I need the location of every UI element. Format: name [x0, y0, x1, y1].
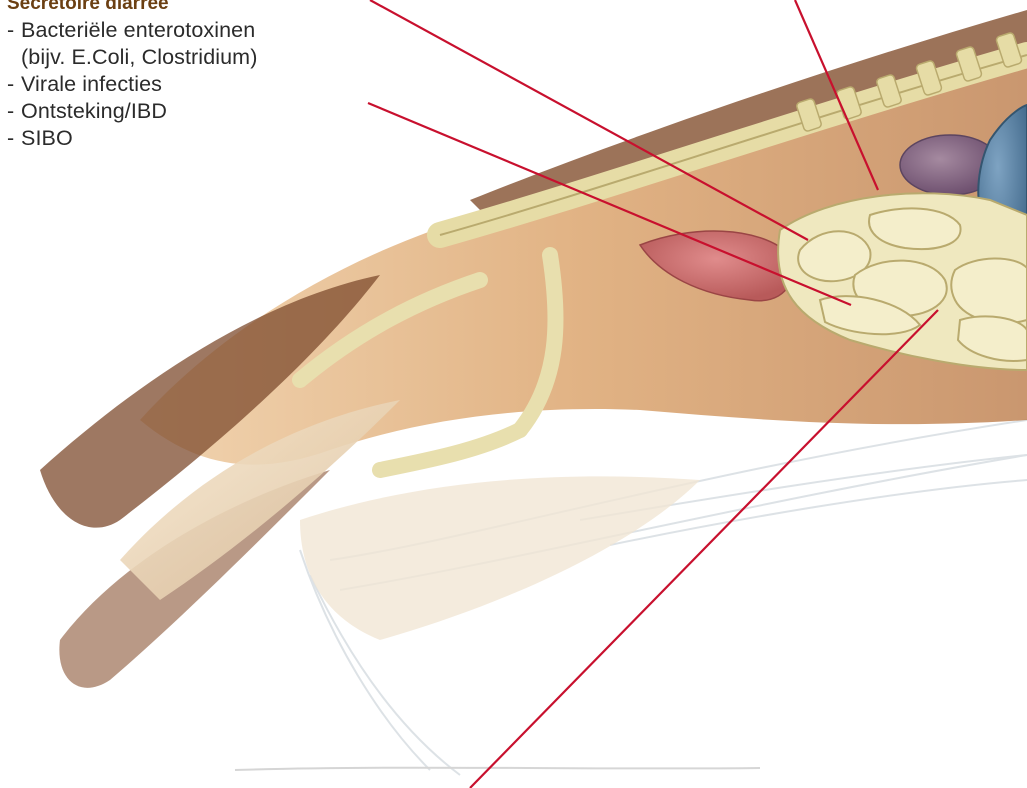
list-item: - SIBO [7, 125, 387, 152]
secretory-diarrhea-panel: Secretoire diarree - Bacteriële enteroto… [7, 0, 387, 152]
cause-sibo: SIBO [21, 125, 73, 152]
list-bullet: - [7, 17, 21, 71]
cause-viral-infections: Virale infecties [21, 71, 162, 98]
list-item: - Virale infecties [7, 71, 387, 98]
cause-inflammation-ibd: Ontsteking/IBD [21, 98, 167, 125]
list-bullet: - [7, 98, 21, 125]
list-item: - Ontsteking/IBD [7, 98, 387, 125]
list-bullet: - [7, 125, 21, 152]
panel-heading: Secretoire diarree [7, 0, 387, 16]
cause-list: - Bacteriële enterotoxinen (bijv. E.Coli… [7, 17, 387, 152]
cause-bacterial-enterotoxins: Bacteriële enterotoxinen (bijv. E.Coli, … [21, 17, 257, 71]
list-item: - Bacteriële enterotoxinen (bijv. E.Coli… [7, 17, 387, 71]
list-bullet: - [7, 71, 21, 98]
